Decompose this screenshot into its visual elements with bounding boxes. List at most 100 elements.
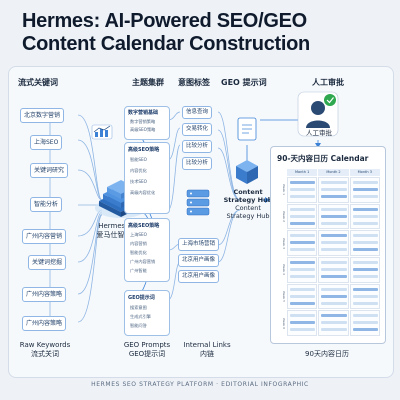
calendar-cell bbox=[349, 310, 380, 336]
raw-keywords-en: Raw Keywords bbox=[19, 341, 71, 349]
cluster-item: 技术SEO bbox=[130, 179, 147, 184]
hermes-core-title: Hermes Core bbox=[98, 222, 144, 230]
keyword-chip: 广州内容策略 bbox=[22, 316, 67, 331]
calendar-entry bbox=[290, 207, 316, 211]
calendar-entry bbox=[290, 261, 316, 264]
calendar-entry bbox=[352, 321, 378, 325]
calendar-entry bbox=[290, 241, 316, 245]
calendar-cell bbox=[318, 203, 349, 230]
calendar-entry bbox=[352, 328, 378, 332]
calendar-entry bbox=[352, 287, 378, 291]
calendar-row-label: Week 1 bbox=[282, 184, 286, 196]
calendar-title: 90-天内容日历 Calendar bbox=[277, 154, 369, 163]
calendar-cell bbox=[318, 310, 349, 336]
hermes-core-label: Hermes Core 爱马仕智能引擎 bbox=[96, 222, 146, 240]
calendar-entry bbox=[290, 294, 316, 298]
cluster-group: 高级SEO策略 智能SEO 内容优化 技术SEO 高级内容优化 bbox=[124, 142, 170, 214]
intent-chip: 信息查询 bbox=[182, 106, 213, 119]
calendar-entry bbox=[352, 195, 378, 198]
intent-chip: 比较分析 bbox=[182, 140, 213, 153]
calendar-entry bbox=[321, 287, 347, 291]
calendar-entry bbox=[352, 207, 378, 211]
calendar-entry bbox=[290, 181, 316, 184]
cluster-item: 广州内容营销 bbox=[130, 259, 156, 264]
calendar-entry bbox=[352, 241, 378, 245]
calendar-entry bbox=[290, 188, 316, 191]
cluster-item: 内容营销 bbox=[130, 241, 147, 246]
calendar-cell bbox=[287, 283, 318, 310]
calendar-entry bbox=[321, 181, 347, 184]
cluster-group: GEO提示词 搜索意图 生成式引擎 智能问答 bbox=[124, 290, 170, 336]
cluster-item: 高级内容优化 bbox=[130, 190, 156, 195]
calendar-cell bbox=[318, 283, 349, 310]
calendar-entry bbox=[290, 328, 316, 332]
intent-chip: 上海市场营销 bbox=[178, 238, 220, 251]
calendar-entry bbox=[352, 214, 378, 218]
cluster-item: 内容优化 bbox=[130, 168, 147, 173]
column-header-intent: 意图标签 bbox=[178, 78, 210, 87]
calendar-entry bbox=[321, 301, 347, 305]
cluster-title: 高级SEO策略 bbox=[128, 223, 160, 229]
keyword-chip: 上海SEO bbox=[30, 135, 63, 150]
calendar-entry bbox=[352, 275, 378, 278]
geo-prompts-label: GEO Prompts GEO提示词 bbox=[112, 341, 182, 359]
title-line-2: Content Calendar Construction bbox=[22, 33, 310, 55]
calendar-entry bbox=[290, 301, 316, 305]
calendar-cell bbox=[318, 177, 349, 203]
intent-chip: 交易转化 bbox=[182, 123, 213, 136]
footer-caption: HERMES SEO STRATEGY PLATFORM · EDITORIAL… bbox=[91, 381, 309, 388]
cluster-item: 智能优化 bbox=[130, 250, 147, 255]
calendar-cell bbox=[349, 257, 380, 283]
calendar-entry bbox=[352, 248, 378, 252]
calendar-entry bbox=[352, 181, 378, 184]
calendar-entry bbox=[321, 314, 347, 318]
column-header-keywords: 流式关键词 bbox=[18, 78, 58, 87]
hub-label: Content Strategy Hub Content Strategy Hu… bbox=[222, 188, 274, 220]
intent-chip: 比较分析 bbox=[182, 157, 213, 170]
calendar-row-label: Week 2 bbox=[282, 210, 286, 223]
calendar-entry bbox=[321, 241, 347, 245]
cluster-item: 搜索意图 bbox=[130, 305, 147, 310]
column-header-review: 人工审批 bbox=[312, 78, 344, 87]
intent-chip: 北京用户画像 bbox=[178, 254, 220, 267]
calendar-entry bbox=[290, 268, 316, 271]
calendar-entry bbox=[290, 248, 316, 252]
calendar-entry bbox=[321, 275, 347, 278]
cluster-item: 广州智能 bbox=[130, 268, 147, 273]
calendar-cell bbox=[287, 177, 318, 203]
keyword-chip: 北京数字营销 bbox=[20, 108, 65, 123]
calendar-column-header: Month 1 bbox=[287, 169, 318, 176]
calendar-entry bbox=[352, 221, 378, 225]
calendar-entry bbox=[290, 287, 316, 291]
calendar-entry bbox=[352, 268, 378, 271]
hub-title: Content Strategy Hub bbox=[223, 188, 273, 204]
calendar-entry bbox=[321, 234, 347, 238]
calendar-entry bbox=[290, 214, 316, 218]
keyword-chip: 广州内容策略 bbox=[22, 287, 67, 302]
calendar-cell bbox=[287, 257, 318, 283]
calendar-entry bbox=[321, 321, 347, 325]
column-header-geo: GEO 提示词 bbox=[221, 78, 267, 87]
title-line-1: Hermes: AI-Powered SEO/GEO bbox=[22, 10, 307, 32]
cluster-item: 上海SEO bbox=[130, 232, 147, 237]
intent-chip: 北京用户画像 bbox=[178, 270, 220, 283]
calendar-entry bbox=[321, 214, 347, 218]
calendar-entry bbox=[321, 248, 347, 252]
cluster-item: 高级SEO策略 bbox=[130, 127, 156, 132]
calendar-entry bbox=[352, 301, 378, 305]
calendar-entry bbox=[321, 221, 347, 225]
calendar-caption: 90天内容日历 bbox=[305, 350, 349, 358]
calendar-row-label: Week 4 bbox=[282, 264, 286, 276]
page-title: Hermes: AI-Powered SEO/GEO Content Calen… bbox=[22, 10, 382, 56]
keyword-chip: 关键词挖掘 bbox=[28, 255, 67, 270]
cluster-title: 高级SEO策略 bbox=[128, 147, 160, 153]
calendar-entry bbox=[352, 261, 378, 264]
internal-links-en: Internal Links bbox=[183, 341, 231, 349]
calendar-row-label: Week 5 bbox=[282, 290, 286, 303]
calendar-column-header: Month 2 bbox=[318, 169, 349, 176]
calendar-cell bbox=[349, 283, 380, 310]
